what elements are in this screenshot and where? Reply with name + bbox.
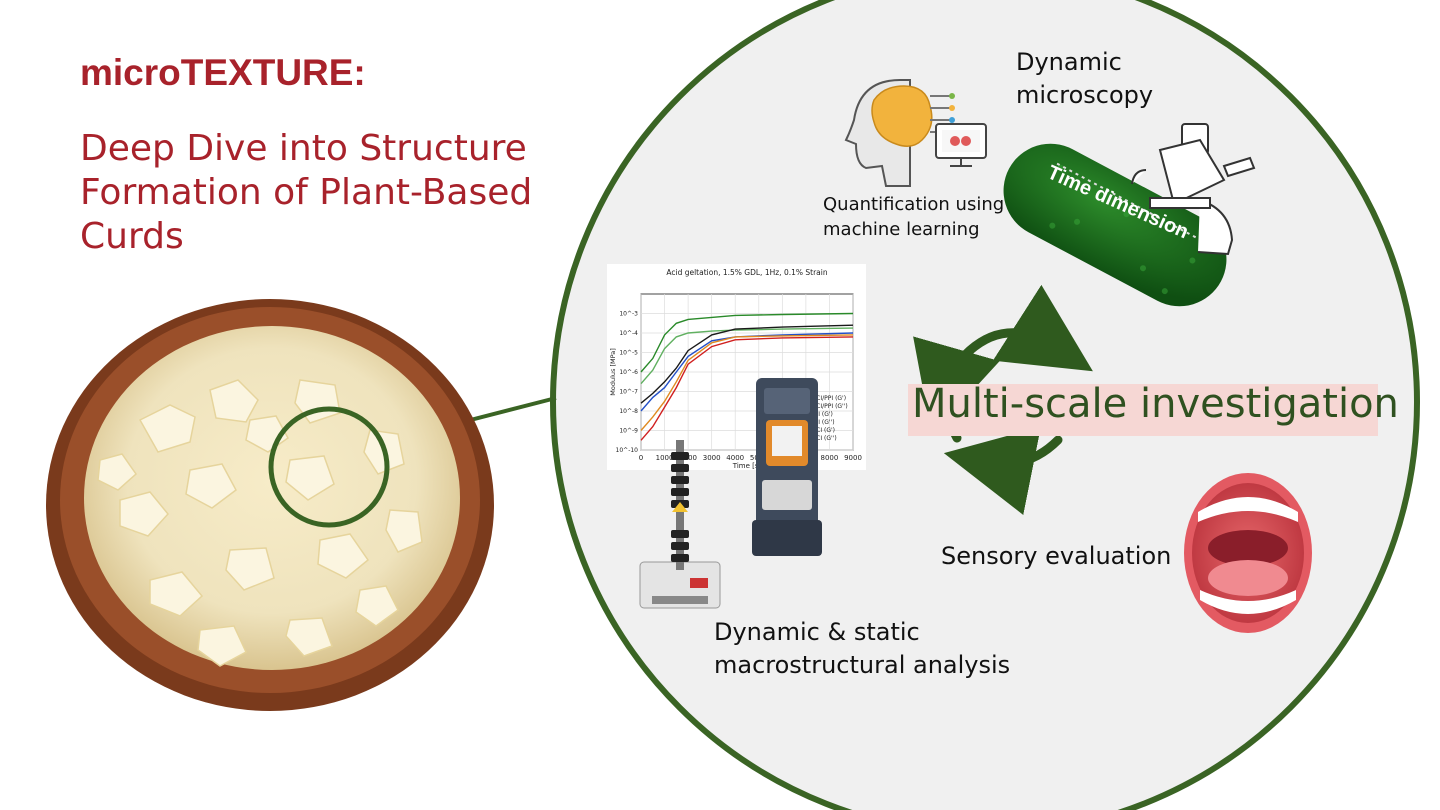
legend-entry: MCI (G') — [811, 427, 835, 434]
ai-head-icon — [844, 79, 987, 187]
macro-analysis-label: Dynamic & static macrostructural analysi… — [714, 616, 1010, 682]
series-line — [640, 312, 854, 373]
legend-entry: PPI (G'') — [811, 419, 835, 426]
machine-learning-label: Quantification using machine learning — [823, 192, 1004, 242]
legend-entry: MCI (G'') — [811, 435, 837, 442]
x-tick-label: 9000 — [844, 454, 862, 462]
y-tick-label: 10^-10 — [616, 447, 639, 454]
rheology-chart: 010002000300040005000600070008000900010^… — [609, 268, 862, 470]
multiscale-label: Multi-scale investigation — [912, 381, 1399, 427]
zoom-highlight-circle — [268, 406, 390, 528]
x-tick-label: 0 — [639, 454, 643, 462]
y-tick-label: 10^-9 — [619, 428, 638, 435]
rheometer-device — [752, 378, 822, 556]
label-line: Quantification using — [823, 194, 1005, 215]
series-line — [640, 324, 854, 404]
y-tick-label: 10^-3 — [619, 311, 638, 318]
y-tick-label: 10^-6 — [619, 369, 638, 376]
mouth-icon — [1184, 473, 1312, 633]
label-line: Dynamic & static — [714, 618, 920, 646]
subtitle-line: Formation of Plant-Based — [80, 172, 533, 213]
sensory-label: Sensory evaluation — [941, 542, 1172, 570]
x-tick-label: 4000 — [726, 454, 744, 462]
subtitle-line: Deep Dive into Structure — [80, 128, 527, 169]
page-subtitle: Deep Dive into Structure Formation of Pl… — [80, 127, 600, 259]
texture-analyzer-device — [639, 440, 721, 609]
series-line — [640, 334, 854, 431]
curd-bowl-photo — [46, 299, 494, 711]
legend-entry: PPI (G') — [811, 411, 833, 418]
label-line: microscopy — [1016, 81, 1154, 109]
legend-entry: MCI/PPI (G'') — [811, 403, 848, 410]
series-line — [640, 336, 854, 441]
chart-title: Acid geltation, 1.5% GDL, 1Hz, 0.1% Stra… — [666, 268, 827, 277]
x-tick-label: 1000 — [656, 454, 674, 462]
multiscale-highlight — [908, 384, 1378, 436]
label-line: Dynamic — [1016, 48, 1122, 76]
bacterium-image — [1003, 143, 1227, 307]
y-tick-label: 10^-5 — [619, 350, 638, 357]
x-axis-label: Time [s] — [732, 462, 762, 470]
y-tick-label: 10^-7 — [619, 389, 638, 396]
y-tick-label: 10^-4 — [619, 330, 638, 337]
x-tick-label: 8000 — [821, 454, 839, 462]
label-line: machine learning — [823, 219, 980, 240]
page-title: microTEXTURE: — [80, 52, 366, 93]
legend-entry: MCI/PPI (G') — [811, 395, 846, 402]
dynamic-microscopy-label: Dynamic microscopy — [1016, 46, 1153, 112]
subtitle-line: Curds — [80, 216, 184, 257]
x-tick-label: 3000 — [703, 454, 721, 462]
series-line — [640, 327, 854, 385]
microscope-icon — [1131, 123, 1256, 256]
label-line: macrostructural analysis — [714, 651, 1011, 679]
y-axis-label: Modulus [MPa] — [609, 348, 617, 396]
y-tick-label: 10^-8 — [619, 408, 638, 415]
